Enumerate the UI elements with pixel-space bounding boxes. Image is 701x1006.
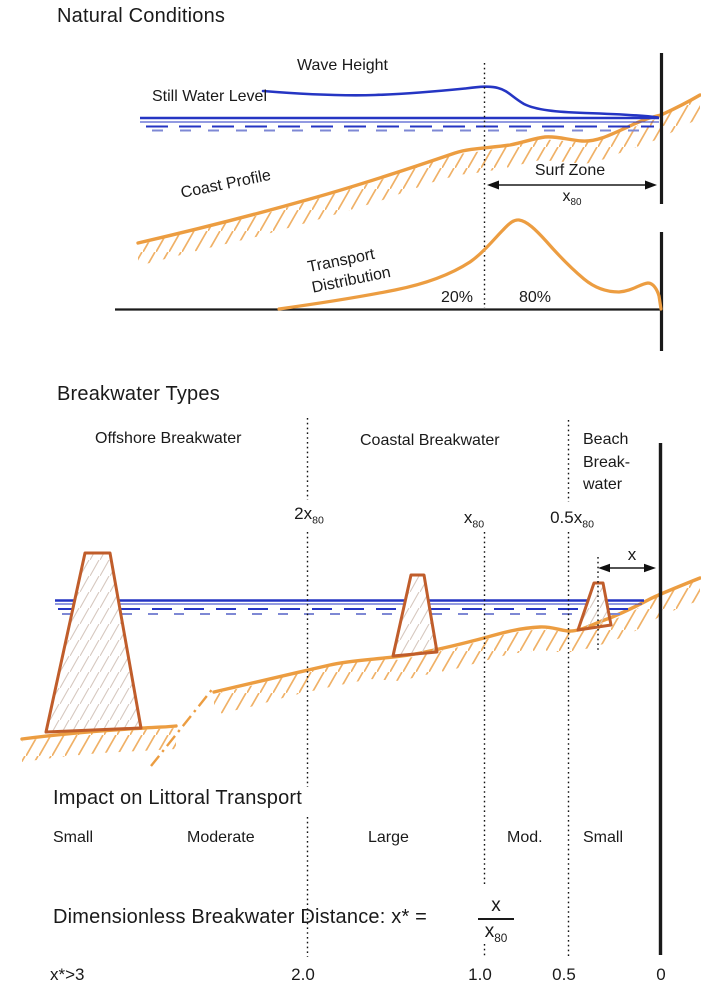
beach-breakwater-structure bbox=[576, 581, 613, 632]
breakwater-types-figure bbox=[20, 418, 701, 957]
wave-height-label: Wave Height bbox=[297, 57, 388, 74]
beach-breakwater-label: Beach Break- water bbox=[583, 431, 631, 494]
scale-label-1: 1.0 bbox=[468, 965, 492, 984]
coastal-breakwater-label: Coastal Breakwater bbox=[360, 432, 500, 449]
impact-zone-small-beach: Small bbox=[583, 829, 624, 846]
offshore-breakwater-structure bbox=[44, 551, 143, 734]
marker-05x80: 0.5x80 bbox=[550, 508, 594, 531]
coast-hatching bbox=[138, 97, 700, 266]
transport-80pct-label: 80% bbox=[518, 289, 552, 306]
wave-height-curve bbox=[261, 85, 660, 119]
still-water-level-label: Still Water Level bbox=[152, 88, 267, 105]
marker-2x80: 2x80 bbox=[294, 504, 324, 527]
surf-zone-label: Surf Zone bbox=[534, 162, 606, 179]
marker-x80: x80 bbox=[463, 508, 485, 531]
impact-zone-mod: Mod. bbox=[507, 829, 543, 846]
scale-label-05: 0.5 bbox=[552, 965, 576, 984]
impact-zone-moderate: Moderate bbox=[187, 829, 255, 846]
transport-20pct-label: 20% bbox=[440, 289, 474, 306]
seabed-main bbox=[212, 576, 701, 694]
impact-title: Impact on Littoral Transport bbox=[53, 787, 303, 809]
x-distance-label: x bbox=[627, 545, 637, 564]
scale-label-2: 2.0 bbox=[291, 965, 315, 984]
seabed-hatching-main bbox=[214, 579, 700, 715]
breakwater-types-title: Breakwater Types bbox=[57, 383, 220, 405]
scale-label-gt3: x*>3 bbox=[50, 965, 85, 984]
transport-distribution-curve bbox=[277, 218, 663, 311]
scale-label-0: 0 bbox=[656, 965, 666, 984]
impact-zone-large: Large bbox=[368, 829, 409, 846]
x-distance-arrow bbox=[598, 563, 656, 573]
fraction-denominator: x80 bbox=[484, 921, 508, 945]
fraction-numerator: x bbox=[491, 895, 501, 916]
seabed-hatching-left bbox=[22, 728, 176, 762]
coastal-breakwater-structure bbox=[391, 573, 439, 658]
natural-conditions-figure bbox=[115, 53, 701, 351]
formula-prefix: Dimensionless Breakwater Distance: x* = bbox=[53, 906, 428, 928]
seabed-break-dashdot bbox=[150, 686, 215, 767]
formula-fraction: x x80 bbox=[478, 895, 514, 945]
impact-zone-small-offshore: Small bbox=[53, 829, 94, 846]
fraction-bar bbox=[478, 918, 514, 920]
offshore-breakwater-label: Offshore Breakwater bbox=[95, 430, 242, 447]
surf-zone-x80-label: x80 bbox=[562, 188, 582, 209]
surf-zone-arrow bbox=[487, 180, 657, 190]
natural-conditions-title: Natural Conditions bbox=[57, 5, 226, 27]
